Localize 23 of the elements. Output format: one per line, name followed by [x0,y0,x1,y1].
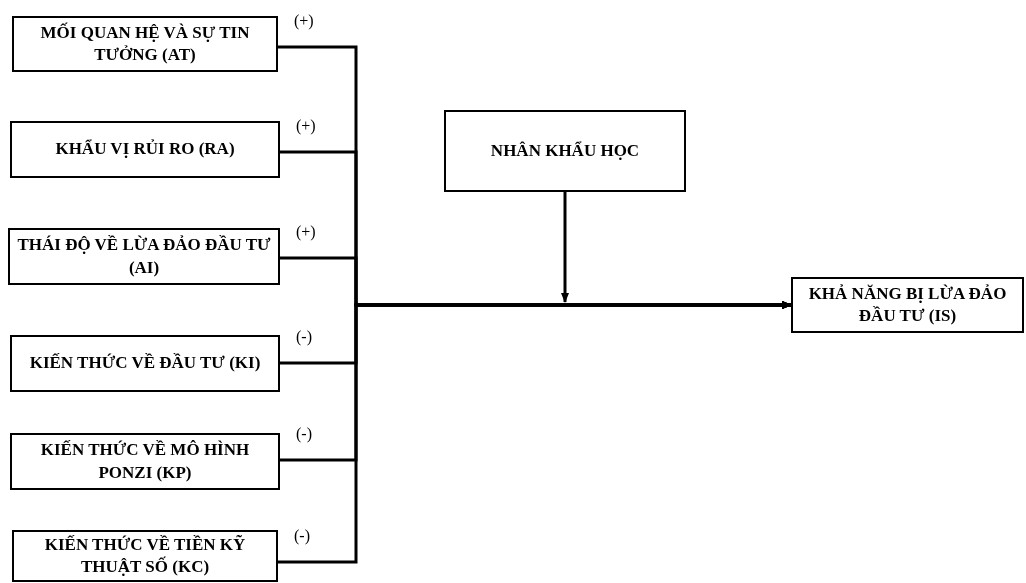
construct-box [10,335,280,392]
box-label: NHÂN KHẨU HỌC [490,139,640,162]
box-label: KIẾN THỨC VỀ ĐẦU TƯ (KI) [29,352,261,375]
construct-box [791,277,1024,333]
construct-box [8,228,280,285]
box-label: KHẢ NĂNG BỊ LỪA ĐẢO ĐẦU TƯ (IS) [807,282,1008,327]
box-label: KIẾN THỨC VỀ TIỀN KỸ THUẬT SỐ (KC) [43,533,247,578]
construct-box [444,110,686,192]
box-label: KHẨU VỊ RỦI RO (RA) [55,138,235,161]
edge-label: (+) [296,118,316,134]
box-label: MỐI QUAN HỆ VÀ SỰ TIN TƯỞNG (AT) [39,21,251,66]
construct-box [12,530,278,582]
construct-box [10,121,280,178]
edge-label: (-) [296,426,312,442]
construct-box [10,433,280,490]
box-label: THÁI ĐỘ VỀ LỪA ĐẢO ĐẦU TƯ (AI) [16,234,272,279]
edge-label: (+) [296,224,316,240]
connector-arrow [561,192,569,303]
box-label: KIẾN THỨC VỀ MÔ HÌNH PONZI (KP) [39,439,251,484]
edge-label: (-) [294,528,310,544]
edge-label: (-) [296,329,312,345]
edge-label: (+) [294,13,314,29]
construct-box [12,16,278,72]
